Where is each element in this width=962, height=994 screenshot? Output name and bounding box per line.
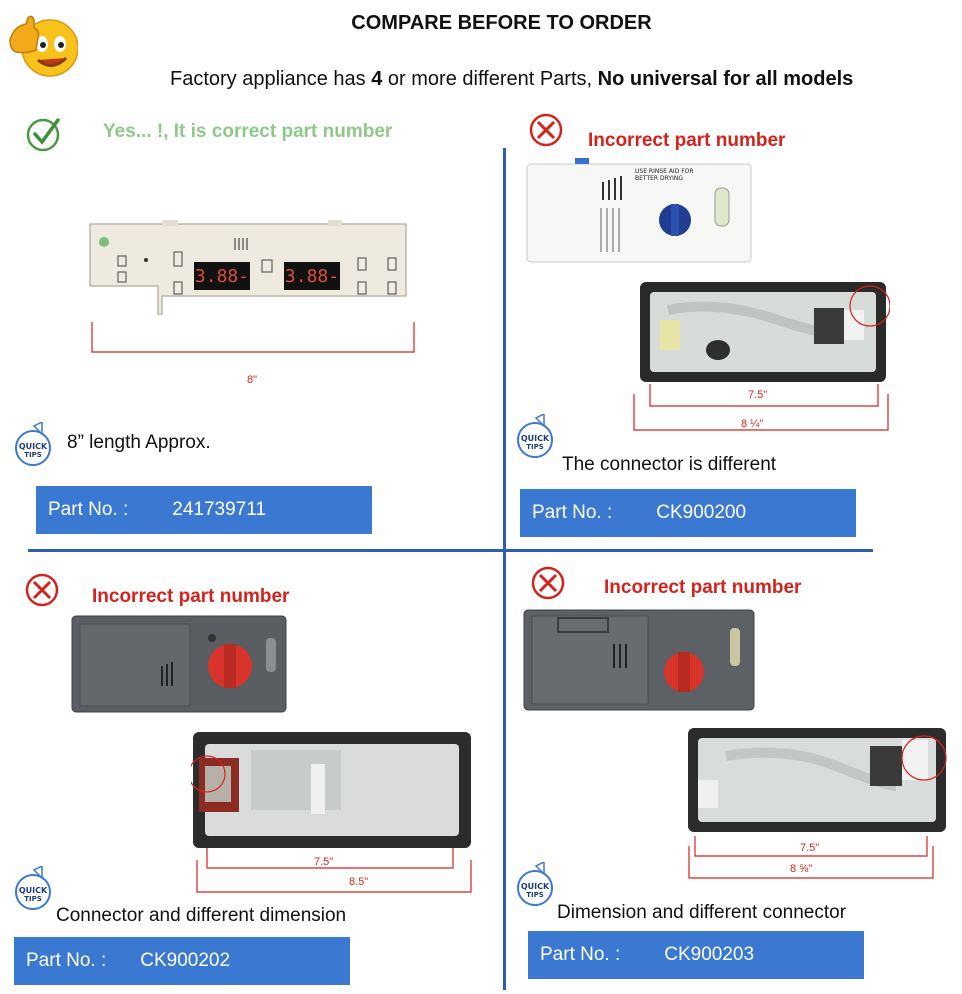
- x-mark-icon: [528, 110, 568, 148]
- dimension-line-7-5in: [649, 384, 881, 410]
- dispenser-back-image: [686, 726, 948, 836]
- vertical-divider: [503, 148, 506, 990]
- board-display-1: 3.88-: [195, 266, 249, 287]
- white-dispenser-image: USE RINSE AID FOR BETTER DRYING: [525, 158, 755, 268]
- x-mark-icon: [24, 570, 64, 608]
- dispenser-back-image: [638, 280, 890, 386]
- dispenser-label-text: USE RINSE AID FOR BETTER DRYING: [635, 168, 694, 182]
- part-number-box: Part No. : 241739711: [36, 486, 372, 534]
- part-number-label: Part No. :: [48, 499, 129, 520]
- part-number-value: CK900202: [140, 950, 231, 971]
- panel-note: 8” length Approx.: [67, 432, 211, 453]
- part-number-label: Part No. :: [26, 950, 107, 971]
- dispenser-back-image: [191, 730, 473, 850]
- dimension-label: 7.5": [748, 389, 768, 401]
- svg-text:TIPS: TIPS: [24, 451, 42, 459]
- gray-dispenser-image: [70, 614, 288, 714]
- dimension-label: 7.5": [314, 856, 334, 868]
- part-number-value: CK900200: [656, 502, 747, 523]
- dimension-line-8-5in: [196, 860, 474, 896]
- incorrect-status-label: Incorrect part number: [604, 577, 802, 598]
- part-number-value: 241739711: [172, 499, 266, 520]
- thumbs-up-emoji-icon: [6, 10, 78, 80]
- dimension-line-8-25in: [633, 394, 891, 434]
- panel-note: Dimension and different connector: [557, 902, 847, 923]
- svg-text:TIPS: TIPS: [24, 895, 42, 903]
- svg-text:TIPS: TIPS: [526, 891, 544, 899]
- dimension-line-8-625in: [688, 846, 936, 882]
- dimension-label: 8": [247, 374, 258, 386]
- control-board-image: 3.88- 3.88-: [88, 218, 418, 318]
- svg-text:QUICK: QUICK: [19, 886, 48, 895]
- part-number-label: Part No. :: [540, 944, 621, 965]
- panel-note: The connector is different: [562, 454, 777, 475]
- svg-text:TIPS: TIPS: [526, 443, 544, 451]
- part-number-box: Part No. : CK900202: [14, 937, 350, 985]
- svg-text:QUICK: QUICK: [521, 882, 550, 891]
- horizontal-divider: [28, 549, 873, 552]
- gray-dispenser-image: [522, 608, 756, 712]
- page-title: COMPARE BEFORE TO ORDER: [351, 12, 652, 34]
- svg-text:QUICK: QUICK: [19, 442, 48, 451]
- correct-status-label: Yes... !, It is correct part number: [103, 121, 393, 142]
- incorrect-status-label: Incorrect part number: [92, 586, 290, 607]
- dimension-label: 8 ¼": [741, 418, 764, 430]
- dimension-line-7-5in: [206, 848, 456, 874]
- part-number-label: Part No. :: [532, 502, 613, 523]
- dimension-line-8in: [91, 322, 417, 358]
- dimension-label: 7.5": [800, 842, 820, 854]
- dimension-line-7-5in: [694, 836, 930, 862]
- board-display-2: 3.88-: [285, 266, 339, 287]
- x-mark-icon: [530, 563, 570, 601]
- dimension-label: 8.5": [349, 876, 369, 888]
- page-subtitle: Factory appliance has 4 or more differen…: [170, 68, 854, 90]
- svg-text:QUICK: QUICK: [521, 434, 550, 443]
- panel-note: Connector and different dimension: [56, 905, 347, 926]
- part-number-box: Part No. : CK900200: [520, 489, 856, 537]
- part-number-box: Part No. : CK900203: [528, 931, 864, 979]
- check-icon: [24, 114, 64, 154]
- part-number-value: CK900203: [664, 944, 755, 965]
- dimension-label: 8 ⅝": [790, 863, 813, 875]
- incorrect-status-label: Incorrect part number: [588, 130, 786, 151]
